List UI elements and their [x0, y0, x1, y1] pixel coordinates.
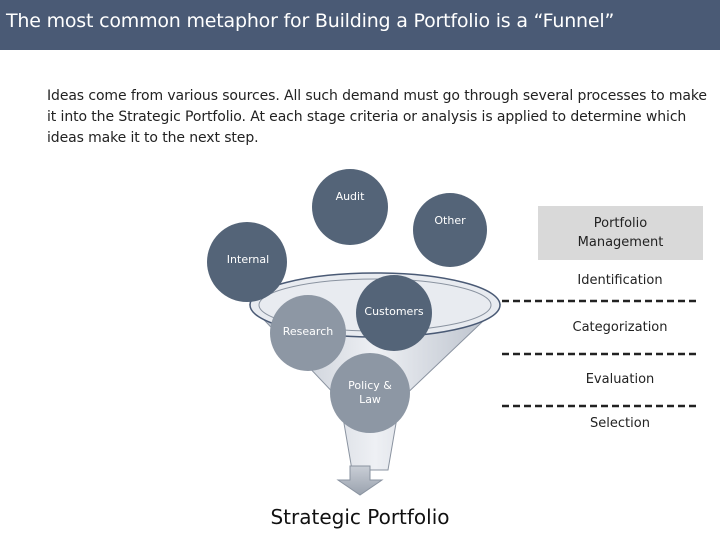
source-circle-audit	[312, 169, 388, 245]
portfolio-management-label: Portfolio Management	[577, 216, 664, 250]
source-label-internal: Internal	[226, 253, 270, 266]
source-circle-other	[413, 193, 487, 267]
intro-paragraph: Ideas come from various sources. All suc…	[47, 88, 707, 146]
title-bar: The most common metaphor for Building a …	[0, 0, 720, 50]
source-label-audit: Audit	[335, 190, 365, 203]
stage-identification: Identification	[577, 273, 663, 288]
slide-title: The most common metaphor for Building a …	[6, 10, 615, 32]
source-label-research: Research	[282, 325, 334, 338]
portfolio-management-box: Portfolio Management	[538, 206, 703, 260]
output-arrow	[336, 465, 384, 496]
stage-categorization: Categorization	[572, 320, 668, 335]
stage-selection: Selection	[590, 416, 650, 431]
source-label-other: Other	[434, 214, 466, 227]
intro-text: Ideas come from various sources. All suc…	[47, 86, 707, 149]
source-circle-internal	[207, 222, 287, 302]
source-label-policy: Policy & Law	[348, 379, 392, 406]
source-circle-customers	[356, 275, 432, 351]
source-label-customers: Customers	[364, 305, 424, 318]
source-circle-policy	[330, 353, 410, 433]
strategic-portfolio-label: Strategic Portfolio	[270, 505, 450, 529]
stage-evaluation: Evaluation	[585, 372, 655, 387]
source-circle-research	[270, 295, 346, 371]
